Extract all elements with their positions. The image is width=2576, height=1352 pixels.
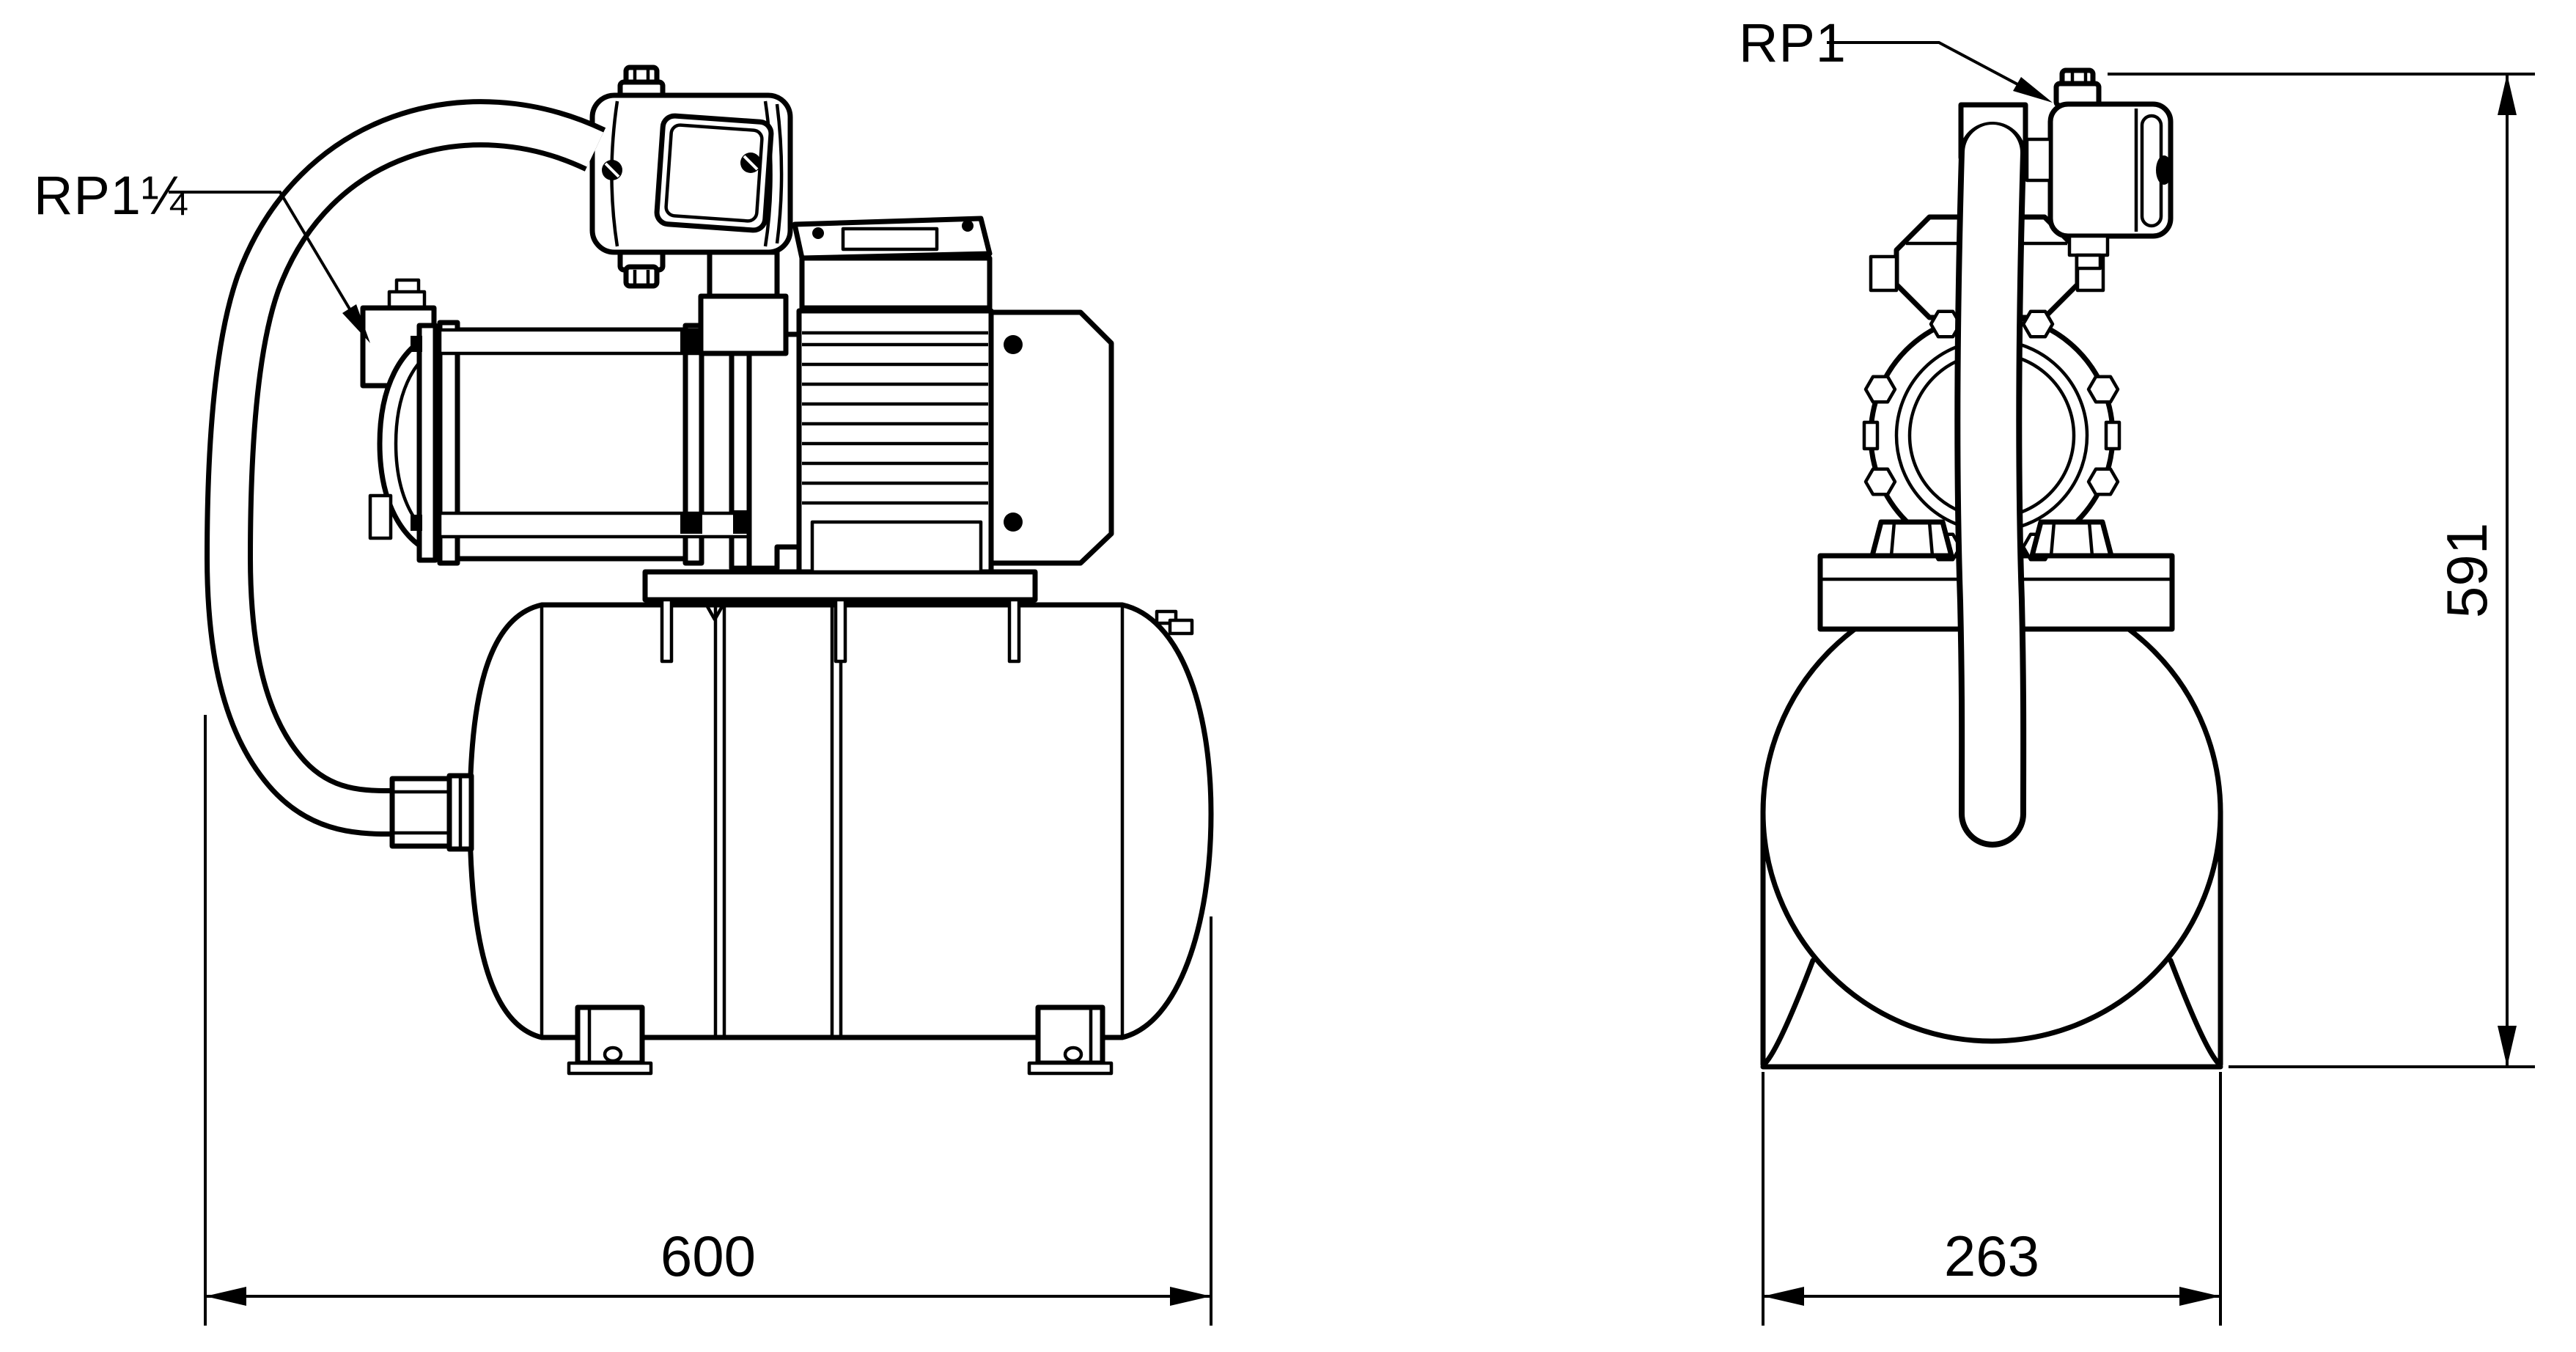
dimension-value: 600 [660, 1224, 756, 1288]
dimension-height-front: 591 [2108, 73, 2535, 1068]
dim-arrow-icon [2179, 1287, 2220, 1306]
leader-line [169, 191, 364, 331]
mounting-plate [642, 569, 1038, 603]
motor-side [792, 216, 1114, 575]
tank-foot-left [567, 1004, 653, 1076]
stand-curve [1762, 958, 1816, 1066]
end-bell-bolt [1004, 335, 1023, 354]
motor-foot [810, 520, 983, 574]
dim-arrow-icon [1170, 1287, 1211, 1306]
inlet-port-callout: RP1¼ [34, 165, 370, 343]
stand-curve [2168, 958, 2221, 1066]
front-view: RP1 591 263 [1739, 12, 2535, 1326]
end-bell-bolt [1004, 512, 1023, 532]
cable-gland [2075, 253, 2102, 271]
drain-tab [368, 493, 393, 540]
tank-foot-right [1027, 1004, 1114, 1076]
switch-window [654, 113, 774, 233]
pressure-tank-side [467, 602, 1214, 1076]
inlet-port-label: RP1¼ [34, 165, 188, 226]
hose-tank-fitting [389, 773, 474, 852]
plate-weld-notch [704, 601, 726, 622]
flange-plate [416, 323, 438, 563]
pressure-switch-front [2025, 67, 2174, 271]
suction-hose-side [204, 99, 606, 837]
switch-screw [740, 153, 761, 173]
motor-cooling-fins [802, 331, 988, 505]
dimension-value: 591 [2435, 523, 2499, 618]
pump-feet-front [1869, 519, 2114, 559]
discharge-pipe-side [698, 249, 789, 356]
leader-arrow-icon [342, 304, 370, 343]
flange-plate [682, 323, 704, 566]
discharge-port-callout: RP1 [1739, 12, 2053, 103]
motor-end-bell [988, 309, 1114, 566]
tank-mounting-plate-side [642, 569, 1038, 664]
suction-hose-front [1954, 122, 2027, 848]
dimension-width-front: 263 [1762, 1072, 2222, 1326]
switch-screw [602, 160, 622, 180]
plate-hanger-tab [1007, 598, 1021, 664]
plate-hanger-tab [833, 598, 847, 664]
dimension-width-side: 600 [204, 715, 1212, 1326]
flange-tab [1862, 420, 1880, 451]
switch-screw [2156, 155, 2172, 185]
dim-arrow-icon [2498, 74, 2517, 115]
leader-arrow-icon [2013, 77, 2053, 103]
switch-top-knob [2053, 67, 2102, 109]
dim-arrow-icon [1763, 1287, 1804, 1306]
switch-bottom-knob [617, 248, 666, 289]
switch-pipe-connector [2025, 137, 2053, 183]
pressure-switch-side [589, 65, 793, 289]
motor-terminal-box [792, 216, 993, 311]
cable-gland [2067, 234, 2110, 257]
dimension-value: 263 [1944, 1224, 2039, 1288]
air-valve-icon [1155, 609, 1194, 636]
plate-hanger-tab [660, 598, 674, 664]
pump-side [360, 278, 802, 571]
dim-arrow-icon [205, 1287, 246, 1306]
dim-arrow-icon [2498, 1026, 2517, 1067]
leader-line [1827, 41, 2045, 100]
flange-tab [2104, 420, 2121, 451]
switch-edge-line [775, 103, 784, 244]
side-view: RP1¼ 600 [34, 65, 1214, 1326]
